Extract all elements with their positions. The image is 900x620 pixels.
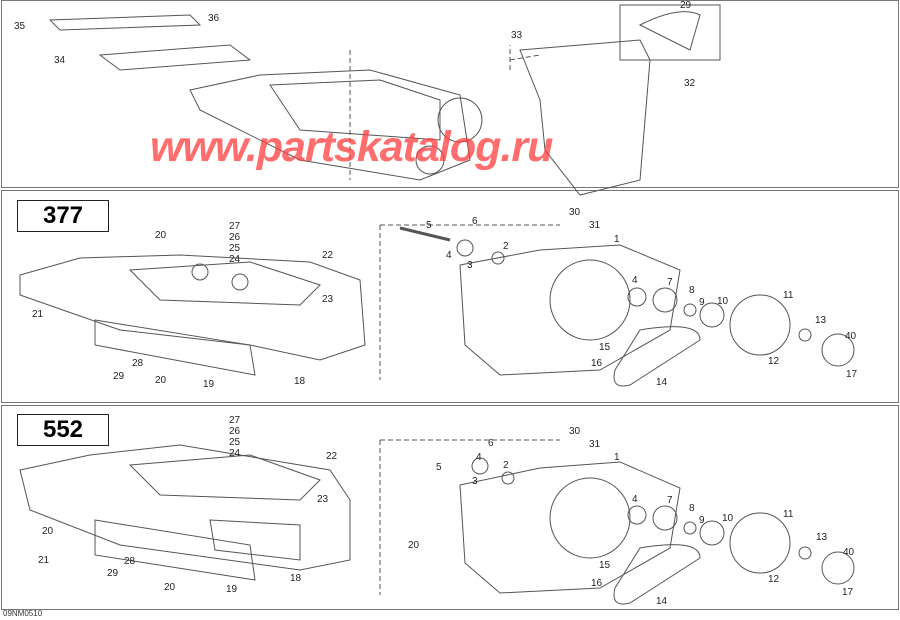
callout-label: 30 — [569, 426, 581, 437]
callout-label: 11 — [783, 290, 794, 301]
panel-top-assembly — [1, 0, 899, 188]
callout-label: 4 — [446, 250, 452, 261]
callout-label: 6 — [472, 216, 478, 227]
callout-label: 2 — [503, 241, 509, 252]
callout-label: 21 — [32, 309, 44, 320]
callout-label: 22 — [326, 451, 338, 462]
callout-label: 5 — [436, 462, 442, 473]
callout-label: 25 — [229, 437, 241, 448]
callout-label: 11 — [783, 509, 794, 520]
model-badge-552: 552 — [17, 414, 109, 446]
callout-label: 22 — [322, 250, 334, 261]
callout-label: 29 — [107, 568, 119, 579]
callout-label: 1 — [614, 234, 620, 245]
callout-label: 36 — [208, 13, 220, 24]
callout-label: 9 — [699, 515, 705, 526]
callout-label: 7 — [667, 277, 673, 288]
callout-label: 28 — [124, 556, 136, 567]
callout-label: 23 — [317, 494, 329, 505]
figure-code: 09NM0510 — [3, 609, 43, 618]
callout-label: 16 — [591, 578, 603, 589]
model-badge-377: 377 — [17, 200, 109, 232]
callout-label: 34 — [54, 55, 66, 66]
callout-label: 23 — [322, 294, 334, 305]
callout-label: 25 — [229, 243, 241, 254]
callout-label: 8 — [689, 503, 695, 514]
callout-label: 29 — [680, 0, 692, 11]
callout-label: 26 — [229, 426, 241, 437]
callout-label: 20 — [164, 582, 176, 593]
panel-552 — [1, 405, 899, 610]
callout-label: 17 — [842, 587, 854, 598]
callout-label: 10 — [722, 513, 734, 524]
callout-label: 35 — [14, 21, 26, 32]
callout-label: 18 — [294, 376, 306, 387]
callout-label: 16 — [591, 358, 603, 369]
callout-label: 8 — [689, 285, 695, 296]
callout-label: 27 — [229, 221, 241, 232]
callout-label: 17 — [846, 369, 858, 380]
engine-cowl-top — [48, 4, 721, 196]
cowl-377 — [19, 224, 855, 387]
callout-label: 24 — [229, 448, 241, 459]
callout-label: 24 — [229, 254, 241, 265]
callout-label: 19 — [226, 584, 238, 595]
callout-label: 33 — [511, 30, 523, 41]
callout-label: 20 — [42, 526, 54, 537]
panel-377 — [1, 190, 899, 403]
callout-label: 4 — [632, 494, 638, 505]
callout-label: 4 — [476, 452, 482, 463]
callout-label: 15 — [599, 342, 611, 353]
cowl-552 — [19, 439, 855, 605]
callout-label: 14 — [656, 377, 668, 388]
callout-label: 3 — [467, 260, 473, 271]
callout-label: 9 — [699, 297, 705, 308]
callout-label: 7 — [667, 495, 673, 506]
callout-label: 40 — [845, 331, 857, 342]
callout-label: 14 — [656, 596, 668, 607]
callout-label: 19 — [203, 379, 215, 390]
callout-label: 30 — [569, 207, 581, 218]
callout-label: 13 — [816, 532, 828, 543]
callout-label: 27 — [229, 415, 241, 426]
callout-label: 20 — [155, 230, 167, 241]
callout-label: 20 — [155, 375, 167, 386]
callout-label: 32 — [684, 78, 696, 89]
callout-label: 18 — [290, 573, 302, 584]
callout-label: 40 — [843, 547, 855, 558]
callout-label: 6 — [488, 438, 494, 449]
callout-label: 5 — [426, 220, 432, 231]
callout-label: 29 — [113, 371, 125, 382]
callout-label: 15 — [599, 560, 611, 571]
callout-label: 21 — [38, 555, 50, 566]
callout-label: 1 — [614, 452, 620, 463]
callout-label: 3 — [472, 476, 478, 487]
callout-label: 28 — [132, 358, 144, 369]
callout-label: 26 — [229, 232, 241, 243]
callout-label: 31 — [589, 439, 601, 450]
callout-label: 12 — [768, 574, 780, 585]
callout-label: 13 — [815, 315, 827, 326]
watermark: www.partskatalog.ru — [150, 123, 553, 171]
callout-label: 31 — [589, 220, 601, 231]
callout-label: 12 — [768, 356, 780, 367]
callout-label: 4 — [632, 275, 638, 286]
callout-label: 10 — [717, 296, 729, 307]
callout-label: 2 — [503, 460, 509, 471]
callout-label: 20 — [408, 540, 420, 551]
